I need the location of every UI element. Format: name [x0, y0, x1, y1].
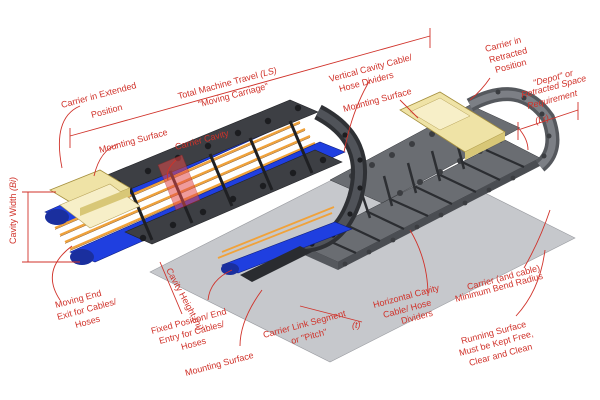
link-segment-sym: (t) [352, 320, 361, 330]
dimension-lines [22, 28, 579, 323]
extended-label-1: Carrier in Extended [60, 80, 137, 110]
extended-label-2: Position [90, 102, 124, 120]
retracted-carrier [329, 87, 560, 219]
callout-lines [51, 77, 551, 347]
depot-sym: (Lr) [534, 113, 550, 126]
carrier-cavity-highlight [157, 154, 201, 211]
mounting-surface-left-label: Mounting Surface [98, 127, 169, 155]
lower-chain-run [299, 139, 541, 270]
extended-carrier [44, 99, 367, 282]
mounting-surface-bottom-label: Mounting Surface [184, 350, 255, 378]
cavity-width-label: Cavity Width (Bi) [8, 177, 18, 244]
